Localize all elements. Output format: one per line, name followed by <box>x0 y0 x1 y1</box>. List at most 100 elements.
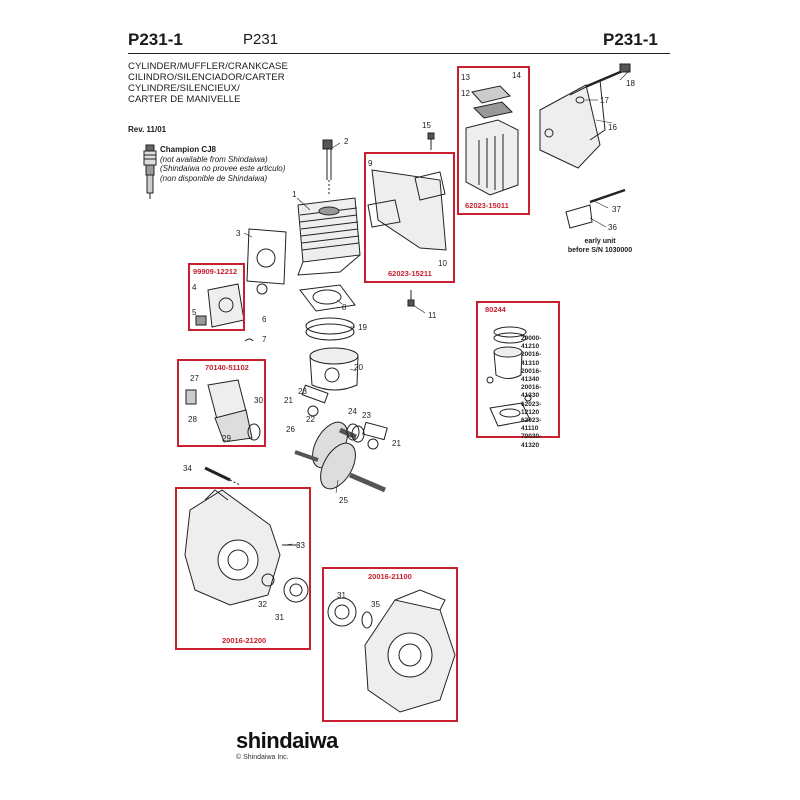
callout-labels: 1 2 3 4 5 6 7 8 9 10 11 12 13 14 15 16 1… <box>183 71 635 622</box>
kit-part-number: 62023-15011 <box>465 201 509 210</box>
bearing-31-right-drawing <box>327 597 357 627</box>
callout-22: 22 <box>306 415 315 424</box>
callout-27: 27 <box>190 374 199 383</box>
piston-kit-part: 20016-41310 <box>521 351 542 367</box>
title-line-fr-1: CYLINDRE/SILENCIEUX/ <box>128 83 240 94</box>
callout-31-b: 31 <box>337 591 346 600</box>
model-name: P231 <box>243 31 279 48</box>
callout-34: 34 <box>183 464 192 473</box>
kit-part-number: 62023-15211 <box>388 269 432 278</box>
copyright-notice: © Shindaiwa Inc. <box>236 754 289 761</box>
spark-plug-note-en: (not available from Shindaiwa) <box>160 154 268 164</box>
callout-10: 10 <box>438 259 447 268</box>
crankcase-right-drawing <box>364 589 456 713</box>
cylinder-drawing <box>297 197 361 276</box>
callout-24: 24 <box>348 407 357 416</box>
callout-6: 6 <box>262 315 267 324</box>
kit-box-crankcase-left: 20016-21200 <box>175 487 311 650</box>
callout-30: 30 <box>254 396 263 405</box>
callout-32: 32 <box>258 600 267 609</box>
spark-plug-note-es: (Shindaiwa no provee este articulo) <box>160 164 286 173</box>
callout-13: 13 <box>461 73 470 82</box>
spark-plug-drawing <box>143 144 157 199</box>
revision-label: Rev. 11/01 <box>128 125 167 134</box>
muffler-drawing <box>465 85 519 196</box>
piston-kit-drawing <box>486 326 532 427</box>
callout-25: 25 <box>339 496 348 505</box>
title-line-en: CYLINDER/MUFFLER/CRANKCASE <box>128 61 288 72</box>
page-code-left: P231-1 <box>128 30 183 49</box>
callout-31-a: 31 <box>275 613 284 622</box>
callout-3: 3 <box>236 229 241 238</box>
callout-33: 33 <box>296 541 305 550</box>
callout-28: 28 <box>188 415 197 424</box>
callout-9: 9 <box>368 159 373 168</box>
spark-plug-note-fr: (non disponible de Shindaiwa) <box>160 173 268 183</box>
kit-part-number: 80244 <box>485 305 506 314</box>
callout-1: 1 <box>292 190 297 199</box>
title-line-fr-2: CARTER DE MANIVELLE <box>128 94 241 105</box>
callout-8: 8 <box>342 303 347 312</box>
callout-14: 14 <box>512 71 521 80</box>
callout-26: 26 <box>286 425 295 434</box>
piston-kit-part: 20016-41330 <box>521 384 542 400</box>
kit-box-carb-adapter: 99909-12212 <box>188 263 245 331</box>
callout-11: 11 <box>428 311 437 320</box>
callout-29: 29 <box>222 434 231 443</box>
piston-kit-part: 62023-41110 <box>521 417 542 433</box>
piston-kit-part: 62023-12120 <box>521 400 542 416</box>
section-title: CYLINDER/MUFFLER/CRANKCASE CILINDRO/SILE… <box>128 61 288 105</box>
muffler-cover-drawing <box>539 84 601 169</box>
bearing-31-left-drawing <box>283 577 309 603</box>
callout-4: 4 <box>192 283 197 292</box>
piston-ring-drawing <box>305 317 355 335</box>
callout-19: 19 <box>358 323 367 332</box>
kit-part-number: 20016-21100 <box>368 572 412 581</box>
piston-drawing <box>309 347 359 391</box>
kit-box-ignition: 70140-51102 <box>177 359 266 447</box>
crankshaft-drawing <box>294 421 386 493</box>
spark-plug-note: Champion CJ8 (not available from Shindai… <box>160 145 285 183</box>
piston-kit-part: 20016-41340 <box>521 367 542 384</box>
piston-kit-part: 70030-41320 <box>521 433 542 449</box>
callout-15: 15 <box>422 121 431 130</box>
kit-part-number: 20016-21200 <box>222 636 267 645</box>
piston-kit-contents: 20000-41210 20016-41310 20016-41340 2001… <box>521 335 558 450</box>
gasket-plate-drawing <box>367 169 447 251</box>
bolt-2-drawing <box>322 139 333 196</box>
callout-17: 17 <box>600 96 609 105</box>
early-unit-note: early unit before S/N 1030000 <box>560 238 640 255</box>
kit-box-gasket-plate: 62023-15211 <box>364 152 455 283</box>
callout-7: 7 <box>262 335 267 344</box>
kit-box-crankcase-right: 20016-21100 <box>322 567 458 722</box>
callout-36: 36 <box>608 223 617 232</box>
early-unit-label: early unit <box>584 238 616 245</box>
kit-part-number: 70140-51102 <box>205 363 249 372</box>
kit-box-muffler: 62023-15011 <box>457 66 530 215</box>
spark-plug-name: Champion CJ8 <box>160 145 217 154</box>
callout-37: 37 <box>612 205 621 214</box>
leader-lines <box>243 69 631 546</box>
callout-12: 12 <box>461 89 470 98</box>
gasket-3-drawing <box>246 228 287 285</box>
brand-logo: shindaiwa <box>236 728 338 753</box>
header-rule <box>128 53 670 54</box>
gasket-8-drawing <box>299 284 356 312</box>
title-line-es: CILINDRO/SILENCIADOR/CARTER <box>128 72 285 83</box>
kit-part-number: 99909-12212 <box>193 267 238 276</box>
ignition-coil-drawing <box>185 379 261 443</box>
bolt-34-drawing <box>204 466 231 482</box>
callout-20: 20 <box>354 363 363 372</box>
early-unit-serial: before S/N 1030000 <box>567 246 633 254</box>
bracket-36-drawing <box>565 204 593 229</box>
callout-2: 2 <box>344 137 349 146</box>
piston-kit-part: 20000-41210 <box>521 335 542 351</box>
kit-box-piston: 80244 20000-41210 20016-41310 20016-4134… <box>476 301 560 449</box>
callout-5: 5 <box>192 308 197 317</box>
callout-21-a: 21 <box>284 396 293 405</box>
callout-16: 16 <box>608 123 617 132</box>
crankcase-left-drawing <box>184 489 281 606</box>
callout-23-b: 23 <box>362 411 371 420</box>
page-code-right: P231-1 <box>603 30 658 49</box>
